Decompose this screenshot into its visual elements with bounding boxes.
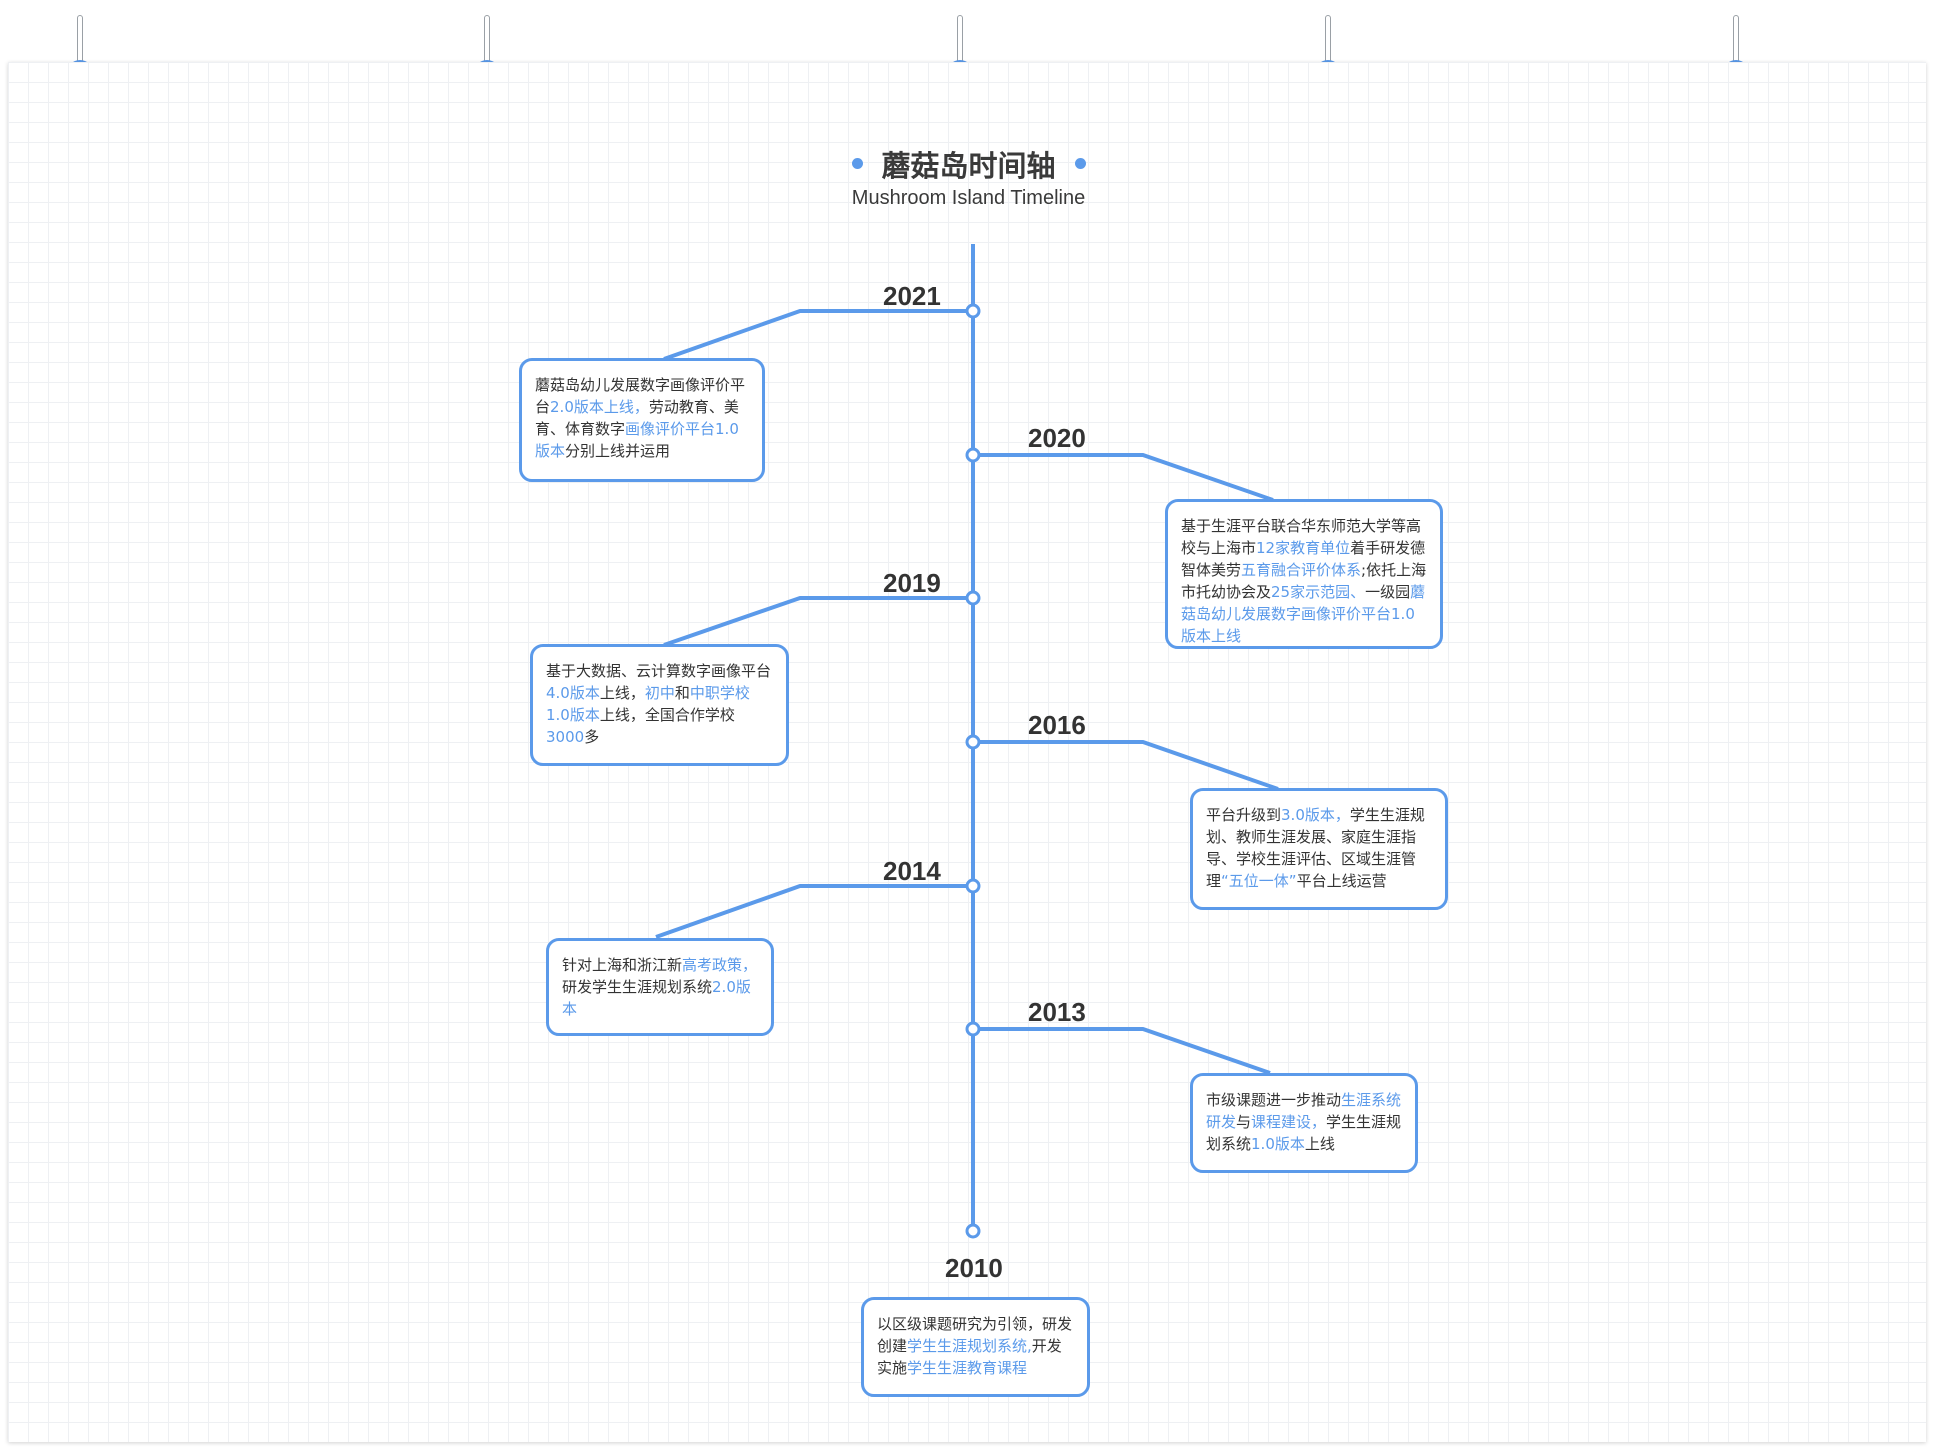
event-text: 市级课题进一步推动 [1206,1091,1342,1109]
timeline-node-2010 [965,1223,981,1239]
event-text: 着手研发德智体美劳 [1181,539,1426,579]
event-box-2021: 蘑菇岛幼儿发展数字画像评价平台2.0版本上线，劳动教育、美育、体育数字画像评价平… [519,358,765,482]
event-text: 学生生涯规划、教师生涯发展、家庭生涯指导、学校生涯评估、区域生涯管理 [1206,806,1425,890]
event-highlight-text: 学生生涯教育课程 [907,1359,1028,1377]
event-highlight-text: 课程建设， [1251,1113,1327,1131]
event-text: 上线， [599,684,645,702]
event-highlight-text: 25家示范园、 [1271,583,1366,601]
event-text: 基于生涯平台联合华东师范大学等高校与上海市 [1181,517,1422,557]
year-label-2021: 2021 [883,281,941,311]
event-highlight-text: 画像评价平台1.0版本 [535,420,739,460]
event-text: 基于大数据、云计算数字画像平台 [546,662,772,680]
event-text: 蘑菇岛幼儿发展数字画像评价平台 [535,376,746,416]
year-label-2014: 2014 [883,856,941,886]
event-box-2013: 市级课题进一步推动生涯系统研发与课程建设，学生生涯规划系统1.0版本上线 [1190,1073,1418,1173]
event-highlight-text: 学生生涯规划系统, [907,1337,1032,1355]
event-highlight-text: 高考政策， [682,956,758,974]
event-box-2020: 基于生涯平台联合华东师范大学等高校与上海市12家教育单位着手研发德智体美劳五育融… [1165,499,1443,649]
event-box-2016: 平台升级到3.0版本，学生生涯规划、教师生涯发展、家庭生涯指导、学校生涯评估、区… [1190,788,1448,910]
event-text: 多 [584,728,600,746]
event-text: 与 [1236,1113,1252,1131]
event-text: 平台升级到 [1206,806,1282,824]
diagram-title: 蘑菇岛时间轴 [881,149,1056,183]
event-highlight-text: 中职学校1.0版本 [546,684,750,724]
event-highlight-text: 3000 [546,728,585,746]
year-label-2019: 2019 [883,568,941,598]
event-text: ;依托上海市托幼协会及 [1181,561,1427,601]
year-label-2010: 2010 [945,1253,1003,1283]
timeline-node-2021 [965,303,981,319]
event-text: 和 [674,684,690,702]
event-text: 开发实施 [877,1337,1062,1377]
title-bullet-left [852,158,863,169]
event-highlight-text: 12家教育单位 [1256,539,1351,557]
connector-2020 [973,453,1274,502]
connector-2021 [663,309,973,361]
event-highlight-text: 五育融合评价体系 [1241,561,1362,579]
year-label-2016: 2016 [1028,710,1086,740]
timeline-node-2013 [965,1021,981,1037]
event-highlight-text: 1.0版本 [1251,1135,1305,1153]
event-box-2010: 以区级课题研究为引领，研发创建学生生涯规划系统,开发实施学生生涯教育课程 [861,1297,1090,1397]
event-text: 学生生涯规划系统 [1206,1113,1402,1153]
event-highlight-text: 4.0版本 [546,684,600,702]
event-highlight-text: 2.0版本上线， [550,398,649,416]
event-highlight-text: 初中 [644,684,675,702]
timeline-node-2019 [965,590,981,606]
connector-2019 [663,596,973,647]
year-label-2020: 2020 [1028,423,1086,453]
event-text: 上线，全国合作学校 [599,706,735,724]
timeline-node-2016 [965,734,981,750]
event-highlight-text: “五位一体” [1221,872,1297,890]
event-box-2014: 针对上海和浙江新高考政策， 研发学生生涯规划系统2.0版本 [546,938,774,1036]
event-text: 分别上线并运用 [565,442,671,460]
event-highlight-text: 3.0版本， [1281,806,1350,824]
event-text: 平台上线运营 [1296,872,1387,890]
event-highlight-text: 蘑菇岛幼儿发展数字画像评价平台1.0版本上线 [1181,583,1426,645]
event-text: 上线 [1304,1135,1335,1153]
event-text: 针对上海和浙江新 [562,956,683,974]
event-text: 一级园 [1365,583,1411,601]
timeline-node-2020 [965,447,981,463]
year-label-2013: 2013 [1028,997,1086,1027]
event-highlight-text: 生涯系统研发 [1206,1091,1402,1131]
event-text: 劳动教育、美育、体育数字 [535,398,739,438]
diagram-subtitle: Mushroom Island Timeline [851,187,1086,209]
connector-2013 [973,1027,1271,1075]
connector-2016 [973,740,1279,791]
connector-2014 [655,884,973,939]
event-text: 以区级课题研究为引领，研发创建 [877,1315,1073,1355]
event-box-2019: 基于大数据、云计算数字画像平台 4.0版本上线，初中和中职学校1.0版本上线，全国… [530,644,789,766]
event-text: 研发学生生涯规划系统 [562,978,713,996]
timeline-node-2014 [965,878,981,894]
event-highlight-text: 2.0版本 [562,978,751,1018]
grid-paper-canvas [8,62,1926,1442]
title-bullet-right [1075,158,1086,169]
